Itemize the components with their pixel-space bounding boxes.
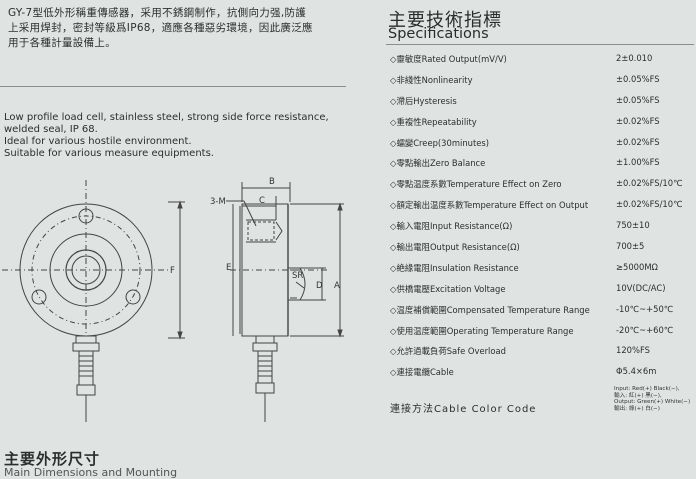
en-desc-line-4: Suitable for various measure equipments. xyxy=(4,148,214,159)
spec-label: ◇供橋電壓Excitation Voltage xyxy=(390,283,506,294)
label-sr: SR xyxy=(292,271,303,281)
spec-row-insulation-resistance: ◇絶緣電阻Insulation Resistance ≥5000MΩ xyxy=(390,258,696,279)
spec-label: ◇温度補償範圍Compensated Temperature Range xyxy=(390,304,590,315)
cable-line-4: 輸出: 綠(+) 白(−) xyxy=(614,405,660,412)
label-a: A xyxy=(334,281,340,291)
en-desc-line-3: Ideal for various hostile environment. xyxy=(4,136,192,147)
spec-value: 2±0.010 xyxy=(616,53,653,63)
spec-row-temp-effect-output: ◇額定輸出温度系數Temperature Effect on Output ±0… xyxy=(390,195,696,216)
spec-row-operating-temp-range: ◇使用温度範圍Operating Temperature Range -20℃~… xyxy=(390,321,696,342)
specs-title-en: Specifications xyxy=(388,26,489,42)
spec-row-excitation-voltage: ◇供橋電壓Excitation Voltage 10V(DC/AC) xyxy=(390,279,696,300)
cn-desc-line-2: 上采用焊封，密封等級爲IP68，適應各種惡劣環境，因此廣泛應 xyxy=(8,22,313,34)
label-f: F xyxy=(170,266,175,276)
bolt-hole-top xyxy=(78,208,94,224)
label-c: C xyxy=(259,196,265,206)
right-panel: 主要技術指標 Specifications ◇靈敏度Rated Output(m… xyxy=(360,0,696,472)
right-divider xyxy=(386,44,694,45)
spec-value: -10℃~+50℃ xyxy=(616,303,674,314)
label-b: B xyxy=(269,177,275,187)
cable-line-3: Output: Green(+) White(−) xyxy=(614,399,691,406)
cable-line-2: 輸入: 紅(+) 黑(−), xyxy=(614,392,662,399)
spec-label: ◇允許過載負荷Safe Overload xyxy=(390,346,506,357)
spec-label: ◇非綫性Nonlinearity xyxy=(390,74,473,85)
en-desc-line-1: Low profile load cell, stainless steel, … xyxy=(4,112,329,123)
spec-value: ±0.05%FS xyxy=(616,94,660,105)
chinese-description: GY-7型低外形稱重傳感器，采用不銹鋼制作，抗側向力强,防護 上采用焊封，密封等… xyxy=(8,6,356,51)
spec-value: ±0.05%FS xyxy=(616,73,660,84)
spec-value: Φ5.4×6m xyxy=(616,366,657,377)
spec-value: ≥5000MΩ xyxy=(616,261,658,272)
dimensions-title: 主要外形尺寸 xyxy=(4,450,101,468)
spec-label: ◇蠕變Creep(30minutes) xyxy=(390,137,490,148)
specs-title-cn: 主要技術指標 xyxy=(388,10,502,31)
cable-line-1: Input: Red(+) Black(−), xyxy=(614,386,680,392)
bolt-circle xyxy=(31,215,141,325)
spec-value: ±1.00%FS xyxy=(616,157,660,168)
spec-value: 120%FS xyxy=(616,345,650,356)
spec-label: ◇重複性Repeatability xyxy=(390,116,477,127)
label-3m: 3-M xyxy=(210,197,226,207)
spec-row-zero-balance: ◇零點輸出Zero Balance ±1.00%FS xyxy=(390,153,696,174)
label-e: E xyxy=(226,263,231,273)
spec-row-temp-effect-zero: ◇零點温度系數Temperature Effect on Zero ±0.02%… xyxy=(390,174,696,195)
spec-row-repeatability: ◇重複性Repeatability ±0.02%FS xyxy=(390,112,696,133)
spec-value: ±0.02%FS xyxy=(616,115,660,126)
spec-label: ◇零點温度系數Temperature Effect on Zero xyxy=(390,179,562,190)
label-d: D xyxy=(316,281,323,291)
spec-label: ◇輸入電阻Input Resistance(Ω) xyxy=(390,221,513,232)
spec-row-compensated-temp-range: ◇温度補償範圍Compensated Temperature Range -10… xyxy=(390,300,696,321)
spec-label: ◇使用温度範圍Operating Temperature Range xyxy=(390,325,574,336)
spec-row-hysteresis: ◇滯后Hysteresis ±0.05%FS xyxy=(390,91,696,112)
spec-label: ◇連接電纜Cable xyxy=(390,367,454,378)
inner-ring xyxy=(49,233,123,307)
spec-row-creep: ◇蠕變Creep(30minutes) ±0.02%FS xyxy=(390,133,696,154)
bolt-hole-left xyxy=(31,289,47,305)
spec-value: ±0.02%FS/10℃ xyxy=(616,178,683,189)
front-view xyxy=(2,180,185,422)
load-cell-drawing: B C 3-M SR D A E F xyxy=(2,177,344,422)
spec-label: ◇滯后Hysteresis xyxy=(390,95,457,106)
cable-wire-map: Input: Red(+) Black(−), 輸入: 紅(+) 黑(−), O… xyxy=(614,386,694,412)
spec-value: 750±10 xyxy=(616,220,650,231)
cn-desc-line-3: 用于各種計量設備上。 xyxy=(8,37,116,49)
spec-row-nonlinearity: ◇非綫性Nonlinearity ±0.05%FS xyxy=(390,70,696,91)
spec-value: 10V(DC/AC) xyxy=(616,282,666,293)
spec-row-input-resistance: ◇輸入電阻Input Resistance(Ω) 750±10 xyxy=(390,216,696,237)
spec-value: 700±5 xyxy=(616,241,645,252)
spec-label: ◇額定輸出温度系數Temperature Effect on Output xyxy=(390,200,589,211)
en-desc-line-2: welded seal, IP 68. xyxy=(4,124,98,135)
spec-row-cable: ◇連接電纜Cable Φ5.4×6m xyxy=(390,362,696,383)
bolt-hole-right xyxy=(125,289,141,305)
spec-value: ±0.02%FS/10℃ xyxy=(616,199,683,210)
spec-label: ◇靈敏度Rated Output(mV/V) xyxy=(390,54,507,64)
side-view xyxy=(226,182,344,422)
cn-desc-line-1: GY-7型低外形稱重傳感器，采用不銹鋼制作，抗側向力强,防護 xyxy=(8,7,307,19)
left-divider xyxy=(0,86,346,87)
spec-row-output-resistance: ◇輸出電阻Output Resistance(Ω) 700±5 xyxy=(390,237,696,258)
left-panel: GY-7型低外形稱重傳感器，采用不銹鋼制作，抗側向力强,防護 上采用焊封，密封等… xyxy=(0,6,356,479)
spec-table: ◇靈敏度Rated Output(mV/V) 2±0.010 ◇非綫性Nonli… xyxy=(390,49,696,383)
load-button xyxy=(299,267,306,301)
spec-label: ◇輸出電阻Output Resistance(Ω) xyxy=(390,242,520,253)
spec-value: ±0.02%FS xyxy=(616,136,660,147)
dimensions-subtitle: Main Dimensions and Mounting xyxy=(4,466,178,479)
spec-row-rated-output: ◇靈敏度Rated Output(mV/V) 2±0.010 xyxy=(390,49,696,70)
english-description: Low profile load cell, stainless steel, … xyxy=(4,112,356,160)
spec-value: -20℃~+60℃ xyxy=(616,324,674,335)
spec-label: ◇絶緣電阻Insulation Resistance xyxy=(390,262,519,273)
spec-row-safe-overload: ◇允許過載負荷Safe Overload 120%FS xyxy=(390,341,696,362)
spec-label: ◇零點輸出Zero Balance xyxy=(390,158,486,169)
cable-color-code-label: 連接方法Cable Color Code xyxy=(390,404,537,415)
